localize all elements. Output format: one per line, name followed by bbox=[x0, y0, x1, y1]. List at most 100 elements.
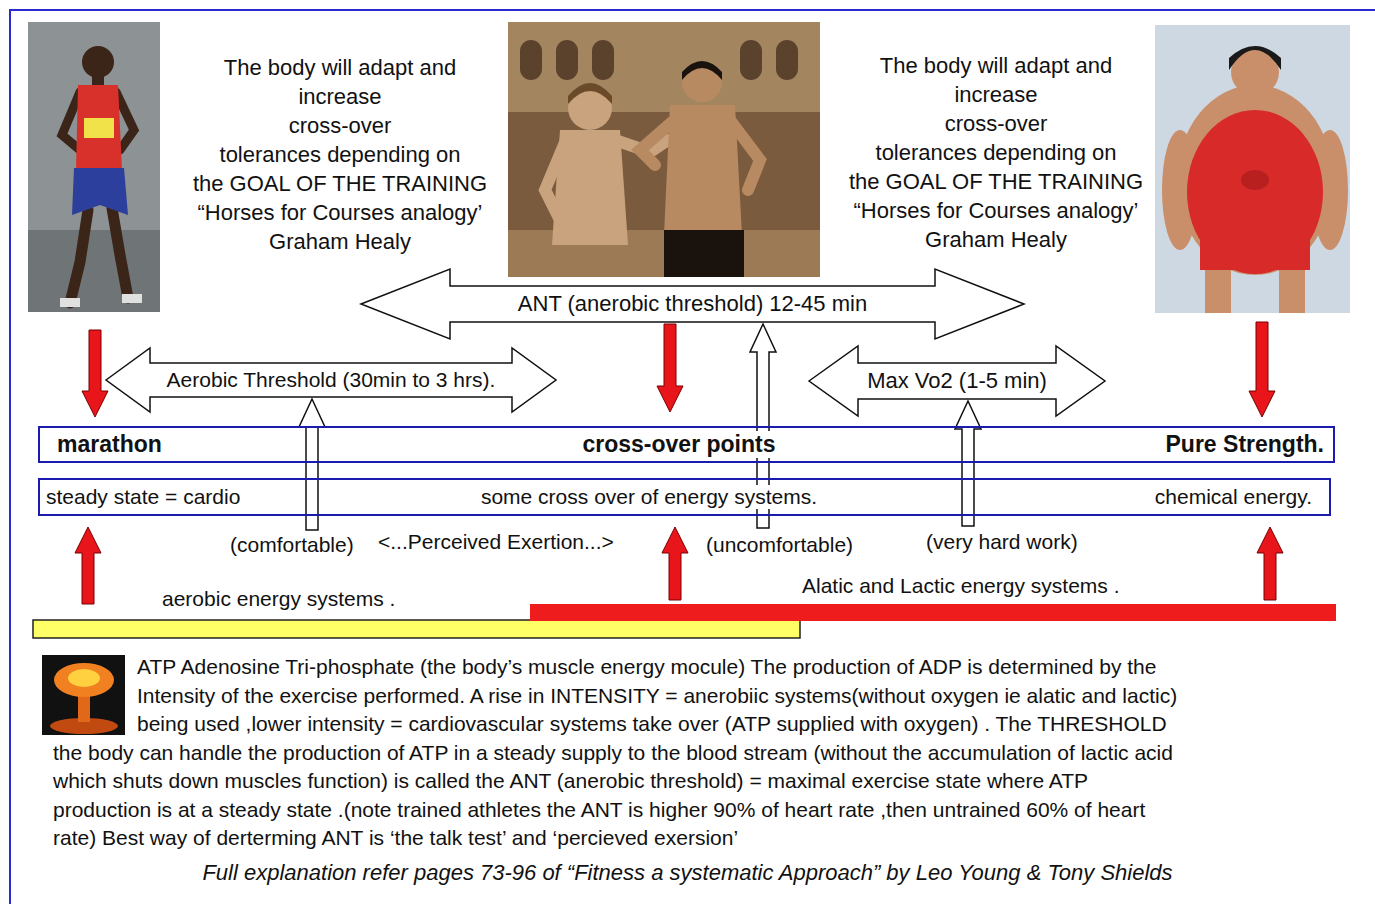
energy-bars-part bbox=[33, 620, 800, 638]
text-line: rate) Best way of derterming ANT is ‘the… bbox=[53, 824, 1358, 853]
strongman-photo-part bbox=[1177, 85, 1333, 275]
runner-photo-part bbox=[28, 230, 160, 312]
arrow-label: Aerobic Threshold (30min to 3 hrs). bbox=[167, 368, 496, 392]
fighters-photo-part bbox=[640, 122, 672, 165]
text-line: the GOAL OF THE TRAINING bbox=[835, 167, 1157, 196]
runner-photo-part bbox=[70, 210, 88, 303]
label-box: (uncomfortable) bbox=[706, 532, 853, 557]
band-label: some cross over of energy systems. bbox=[478, 485, 820, 509]
band-box: steady state = cardio some cross over of … bbox=[38, 478, 1331, 516]
exertion-label: (very hard work) bbox=[926, 529, 1078, 554]
text-line: cross-over bbox=[835, 109, 1157, 138]
band-label: Pure Strength. bbox=[1163, 431, 1327, 457]
strongman-photo bbox=[1155, 25, 1350, 313]
runner-photo-part bbox=[60, 298, 80, 307]
label-box: (comfortable) bbox=[230, 532, 354, 557]
red-arrow-part bbox=[75, 527, 101, 604]
fighters-photo-part bbox=[664, 230, 744, 277]
red-arrow-part bbox=[1257, 527, 1283, 600]
arrow-label: ANT (anerobic threshold) 12-45 min bbox=[518, 291, 867, 316]
runner-photo-part bbox=[122, 294, 142, 303]
explanation-paragraph: ATP Adenosine Tri-phosphate (the body’s … bbox=[53, 653, 1358, 853]
text-line: production is at a steady state .(note t… bbox=[53, 796, 1358, 825]
text-line: which shuts down muscles function) is ca… bbox=[53, 767, 1358, 796]
band-box: marathon cross-over points Pure Strength. bbox=[38, 426, 1335, 463]
label-box: <...Perceived Exertion...> bbox=[378, 529, 614, 554]
page-frame bbox=[10, 10, 1375, 904]
fighters-photo-part bbox=[740, 40, 762, 80]
runner-photo-part bbox=[28, 22, 160, 312]
label-box: (very hard work) bbox=[926, 529, 1078, 554]
text-line: ATP Adenosine Tri-phosphate (the body’s … bbox=[53, 653, 1358, 682]
text-line: “Horses for Courses analogy’ bbox=[175, 198, 505, 227]
quote-text: The body will adapt and increase cross-o… bbox=[175, 53, 505, 256]
explosion-icon-part bbox=[42, 655, 125, 735]
runner-photo-part bbox=[112, 208, 128, 298]
fighters-photo-part bbox=[520, 40, 542, 80]
label-box: The body will adapt and increase cross-o… bbox=[835, 51, 1157, 254]
band-slot: steady state = cardio bbox=[43, 480, 243, 514]
band-slot: chemical energy. bbox=[1152, 480, 1315, 514]
red-arrow-part bbox=[662, 527, 688, 600]
strongman-photo-part bbox=[1229, 46, 1281, 70]
arrow-shape bbox=[809, 346, 1105, 416]
exertion-label: (comfortable) bbox=[230, 532, 354, 557]
explosion-icon-part bbox=[54, 663, 114, 697]
label-box: aerobic energy systems . bbox=[162, 586, 395, 611]
energy-system-label: Alatic and Lactic energy systems . bbox=[802, 573, 1119, 598]
label-box: ATP Adenosine Tri-phosphate (the body’s … bbox=[53, 653, 1358, 853]
energy-system-label: aerobic energy systems . bbox=[162, 586, 395, 611]
band-slot: marathon bbox=[54, 428, 165, 461]
fighters-photo-part bbox=[556, 40, 578, 80]
text-line: The body will adapt and bbox=[835, 51, 1157, 80]
arrow-shape bbox=[361, 269, 1024, 339]
text-line: being used ,lower intensity = cardiovasc… bbox=[53, 710, 1358, 739]
caption-text: Full explanation refer pages 73-96 of “F… bbox=[0, 860, 1375, 886]
text-line: Graham Healy bbox=[175, 227, 505, 256]
runner-photo-part bbox=[72, 168, 128, 215]
text-line: increase bbox=[175, 82, 505, 111]
band-label: cross-over points bbox=[580, 431, 779, 457]
fighters-photo-part bbox=[730, 120, 760, 190]
hollow-arrow-part bbox=[299, 399, 325, 530]
runner-photo-part bbox=[82, 46, 114, 78]
fighters-photo-part bbox=[508, 22, 820, 112]
strongman-photo-part bbox=[1187, 110, 1323, 274]
label-box: Alatic and Lactic energy systems . bbox=[802, 573, 1119, 598]
text-line: The body will adapt and bbox=[175, 53, 505, 82]
text-line: increase bbox=[835, 80, 1157, 109]
energy-bars-part bbox=[530, 604, 1336, 621]
text-line: tolerances depending on bbox=[175, 140, 505, 169]
fighters-photo-part bbox=[508, 22, 820, 277]
text-line: tolerances depending on bbox=[835, 138, 1157, 167]
band-label: steady state = cardio bbox=[43, 485, 243, 509]
quote-text: The body will adapt and increase cross-o… bbox=[835, 51, 1157, 254]
band-label: marathon bbox=[54, 431, 165, 457]
band-slot: some cross over of energy systems. bbox=[478, 480, 820, 514]
red-arrow-part bbox=[1249, 322, 1275, 417]
strongman-photo-part bbox=[1241, 170, 1269, 190]
strongman-photo-part bbox=[1200, 240, 1310, 270]
arrow-label: Max Vo2 (1-5 min) bbox=[867, 368, 1047, 393]
text-line: “Horses for Courses analogy’ bbox=[835, 196, 1157, 225]
band-slot: Pure Strength. bbox=[1163, 428, 1327, 461]
runner-photo-part bbox=[76, 85, 122, 170]
red-arrow bbox=[75, 322, 1283, 604]
red-arrow-part bbox=[657, 324, 683, 412]
label-box: The body will adapt and increase cross-o… bbox=[175, 53, 505, 256]
fighters-photo-part bbox=[545, 140, 566, 220]
fighters-photo-part bbox=[682, 62, 722, 102]
exertion-label: <...Perceived Exertion...> bbox=[378, 529, 614, 554]
explosion-icon bbox=[42, 655, 125, 735]
fighters-photo-part bbox=[568, 83, 612, 104]
band-label: chemical energy. bbox=[1152, 485, 1315, 509]
runner-photo-part bbox=[84, 118, 114, 138]
double-arrow: ANT (anerobic threshold) 12-45 min bbox=[360, 268, 1025, 340]
arrow-shape bbox=[106, 348, 556, 412]
text-line: cross-over bbox=[175, 111, 505, 140]
exertion-label: (uncomfortable) bbox=[706, 532, 853, 557]
strongman-photo-part bbox=[1155, 25, 1350, 313]
text-line: Intensity of the exercise performed. A r… bbox=[53, 682, 1358, 711]
hollow-arrow-part bbox=[955, 401, 981, 526]
